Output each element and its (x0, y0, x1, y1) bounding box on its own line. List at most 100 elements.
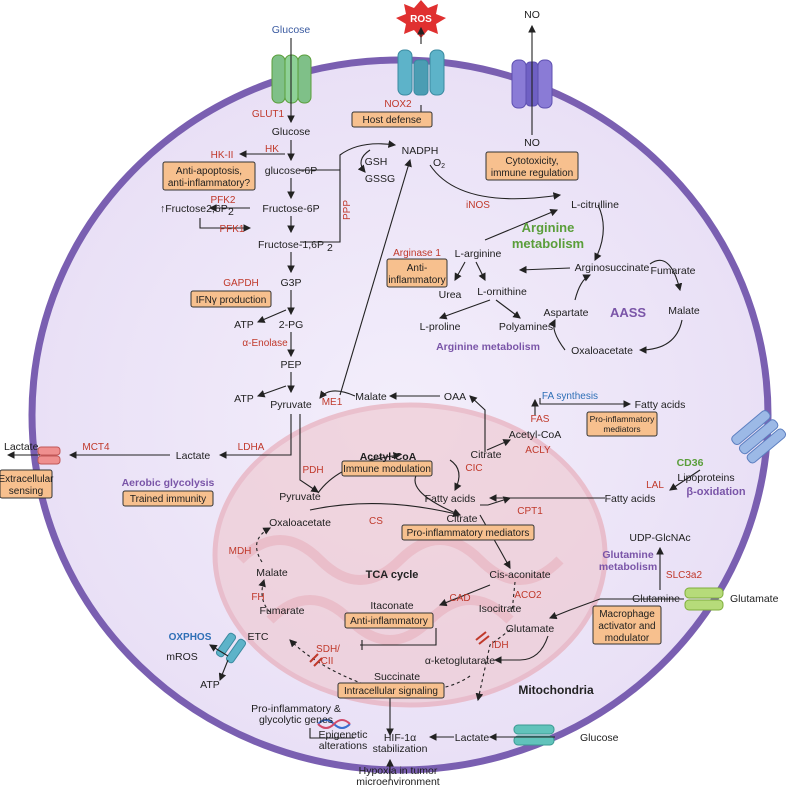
pyruvate-mito-label: Pyruvate (279, 491, 321, 503)
fa-synthesis-label: FA synthesis (542, 391, 598, 402)
nox2-channel (397, 49, 445, 96)
extracellular-sensing-l2: sensing (9, 486, 43, 497)
ifn-box (190, 290, 272, 308)
inhibition-marks (309, 631, 490, 667)
ros-label: ROS (410, 14, 432, 25)
inos-label: iNOS (466, 200, 490, 211)
pep-label: PEP (280, 359, 301, 371)
l-ornithine-label: L-ornithine (477, 286, 527, 298)
extracellular-sensing-box (0, 469, 53, 499)
arg-fumarate-label: Fumarate (651, 265, 696, 277)
ifn-label: IFNγ production (196, 295, 267, 306)
cd36-transporter (731, 410, 787, 464)
pyruvate-label: Pyruvate (270, 399, 312, 411)
glutamine-metabolism-title-l2: metabolism (599, 561, 657, 573)
gsh-label: GSH (365, 156, 388, 168)
hk-label: HK (265, 144, 279, 155)
atp1-label: ATP (234, 319, 254, 331)
fatty-acids-synth-label: Fatty acids (635, 399, 686, 411)
l-citrulline-label: L-citrulline (571, 199, 619, 211)
no-out-label: NO (524, 9, 540, 21)
gapdh-label: GAPDH (223, 278, 259, 289)
sdh-label-l2: CII (321, 656, 334, 667)
pg2-label: 2-PG (279, 319, 304, 331)
hif-label-l1: HIF-1α (384, 732, 416, 744)
no-channel (511, 59, 553, 109)
l-arginine-label: L-arginine (455, 248, 502, 260)
f26p-subscript: 2 (228, 206, 234, 218)
me1-label: ME1 (322, 397, 343, 408)
udp-glcnac-label: UDP-GlcNAc (629, 532, 690, 544)
oaa-label: OAA (444, 391, 466, 403)
arginosuccinate-label: Arginosuccinate (575, 262, 650, 274)
aspartate-label: Aspartate (544, 307, 589, 319)
enolase-label: α-Enolase (242, 338, 288, 349)
arginine-metabolism-subtitle: Arginine metabolism (436, 341, 540, 353)
mdh-label: MDH (229, 546, 252, 557)
ppp-label: PPP (342, 200, 353, 220)
pfk1-label: PFK1 (219, 224, 244, 235)
citrate-cyto-label: Citrate (471, 449, 502, 461)
anti-inflammatory-box (344, 612, 434, 629)
lal-label: LAL (646, 480, 664, 491)
acly-label: ACLY (525, 445, 551, 456)
lipoproteins-label: Lipoproteins (677, 472, 734, 484)
fatty-proinflam-l2: mediators (603, 424, 640, 434)
cs-label: CS (369, 516, 383, 527)
oxphos-title: OXPHOS (169, 632, 212, 643)
cpt1-label: CPT1 (517, 506, 543, 517)
beta-oxidation-label: β-oxidation (686, 486, 746, 498)
isocitrate-label: Isocitrate (479, 603, 522, 615)
pfk2-label: PFK2 (210, 195, 235, 206)
lactate-label: Lactate (176, 450, 211, 462)
hypoxia-l2: microenvironment (356, 776, 440, 787)
arginine-metabolism-title-l2: metabolism (512, 236, 584, 251)
arginase-label: Arginase 1 (393, 248, 441, 259)
cad-label: CAD (449, 593, 470, 604)
cytotoxicity-box (485, 151, 579, 181)
g6p-label: glucose-6P (265, 165, 318, 177)
succinate-label: Succinate (374, 671, 420, 683)
ldha-label: LDHA (238, 442, 265, 453)
pdh-label: PDH (302, 465, 323, 476)
glucose-label: Glucose (272, 126, 311, 138)
acetyl-coa-cyto-label: Acetyl-CoA (509, 429, 562, 441)
mct4-label: MCT4 (82, 442, 110, 453)
alpha-ketoglutarate-label: α-ketoglutarate (425, 655, 495, 667)
anti-inflammatory-label: Anti-inflammatory (350, 616, 428, 627)
genes-label-l1: Pro-inflammatory & (251, 703, 341, 715)
tca-proinflam-box (401, 524, 535, 541)
acetyl-coa-mito-label: Acetyl-CoA (360, 451, 417, 463)
arginase-anti-l2: inflammatory (388, 275, 445, 286)
nadph-label: NADPH (402, 145, 439, 157)
fatty-proinflam-box (586, 411, 658, 437)
gssg-label: GSSG (365, 173, 395, 185)
anti-apoptosis-l2: anti-inflammatory? (168, 178, 251, 189)
slc3a2-label: SLC3a2 (666, 570, 703, 581)
extracellular-sensing-l1: Extracellular (0, 474, 54, 485)
etc-complex-icon (215, 632, 247, 664)
glucose-extracellular-label: Glucose (272, 24, 311, 36)
fh-label: FH (251, 592, 264, 603)
o2-label: O2 (433, 157, 445, 170)
glucose-transporter-bottom (513, 724, 555, 746)
epigenetic-l2: alterations (319, 740, 367, 752)
atp2-label: ATP (234, 393, 254, 405)
immune-modulation-box (341, 460, 433, 477)
mros-label: mROS (166, 651, 198, 663)
atp-oxphos-label: ATP (200, 679, 220, 691)
g3p-label: G3P (280, 277, 301, 289)
fumarate-mito-label: Fumarate (260, 605, 305, 617)
cic-label: CIC (465, 463, 482, 474)
macrophage-box (592, 605, 662, 645)
trained-immunity-box (122, 490, 214, 507)
aass-label: AASS (610, 305, 646, 320)
arginase-anti-inflam-box (386, 258, 448, 288)
oxaloacetate-mito-label: Oxaloacetate (269, 517, 331, 529)
fatty-acids-cyto-label: Fatty acids (605, 493, 656, 505)
lactate-out-label: Lactate (4, 441, 39, 453)
cytotoxicity-l2: immune regulation (491, 168, 573, 179)
cd36-label: CD36 (677, 457, 704, 469)
arginine-metabolism-title-l1: Arginine (522, 220, 575, 235)
